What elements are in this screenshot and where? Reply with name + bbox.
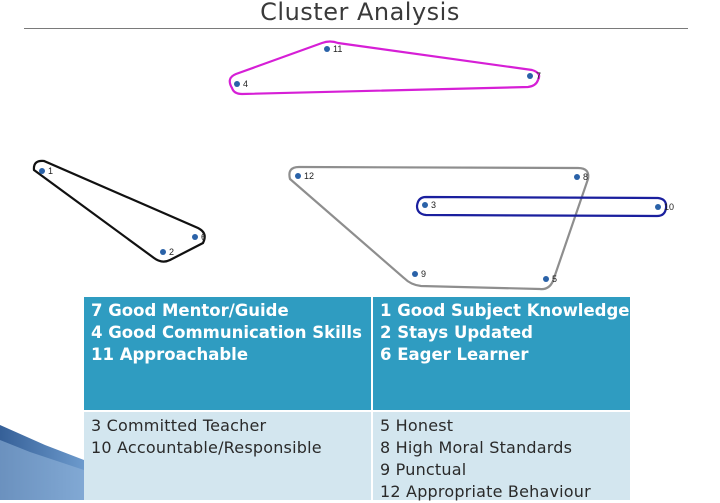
- cell-line: 12 Appropriate Behaviour: [380, 482, 591, 501]
- point-label-9: 9: [421, 269, 426, 279]
- point-label-1: 1: [48, 166, 53, 176]
- cell-line: 7 Good Mentor/Guide: [91, 301, 289, 320]
- point-label-12: 12: [304, 171, 314, 181]
- point-label-7: 7: [536, 71, 541, 81]
- point-7: [527, 73, 533, 79]
- cell-line: 1 Good Subject Knowledge: [380, 301, 630, 320]
- cell-line: 9 Punctual: [380, 460, 467, 479]
- point-label-5: 5: [552, 274, 557, 284]
- point-1: [39, 168, 45, 174]
- cell-line: 6 Eager Learner: [380, 345, 529, 364]
- point-11: [324, 46, 330, 52]
- point-label-3: 3: [431, 200, 436, 210]
- point-label-4: 4: [243, 79, 248, 89]
- cluster-hull-grey: [288, 165, 590, 291]
- cell-line: 3 Committed Teacher: [91, 416, 267, 435]
- cell-line: 11 Approachable: [91, 345, 249, 364]
- cell-line: 10 Accountable/Responsible: [91, 438, 322, 457]
- cluster-cell-black: 1 Good Subject Knowledge 2 Stays Updated…: [373, 297, 630, 410]
- point-10: [655, 204, 661, 210]
- cell-line: 2 Stays Updated: [380, 323, 533, 342]
- cell-line: 8 High Moral Standards: [380, 438, 573, 457]
- point-label-6: 6: [201, 232, 206, 242]
- cluster-table: 7 Good Mentor/Guide 4 Good Communication…: [84, 297, 630, 501]
- title-divider: [24, 28, 688, 29]
- point-5: [543, 276, 549, 282]
- point-4: [234, 81, 240, 87]
- cluster-hull-black: [32, 159, 206, 263]
- cell-line: 5 Honest: [380, 416, 454, 435]
- point-8: [574, 174, 580, 180]
- point-label-11: 11: [333, 44, 342, 54]
- cluster-cell-blue: 3 Committed Teacher 10 Accountable/Respo…: [84, 412, 371, 500]
- slide-title: Cluster Analysis: [260, 0, 460, 26]
- point-label-2: 2: [169, 247, 174, 257]
- point-label-10: 10: [664, 202, 674, 212]
- point-3: [422, 202, 428, 208]
- point-6: [192, 234, 198, 240]
- cluster-cell-magenta: 7 Good Mentor/Guide 4 Good Communication…: [84, 297, 371, 410]
- cluster-hull-blue: [415, 195, 668, 218]
- point-2: [160, 249, 166, 255]
- cluster-cell-grey: 5 Honest 8 High Moral Standards 9 Punctu…: [373, 412, 630, 501]
- point-12: [295, 173, 301, 179]
- decorative-corner-shape-light: [0, 440, 84, 500]
- cell-line: 4 Good Communication Skills: [91, 323, 362, 342]
- cluster-hull-magenta: [228, 40, 541, 96]
- point-label-8: 8: [583, 172, 588, 182]
- point-9: [412, 271, 418, 277]
